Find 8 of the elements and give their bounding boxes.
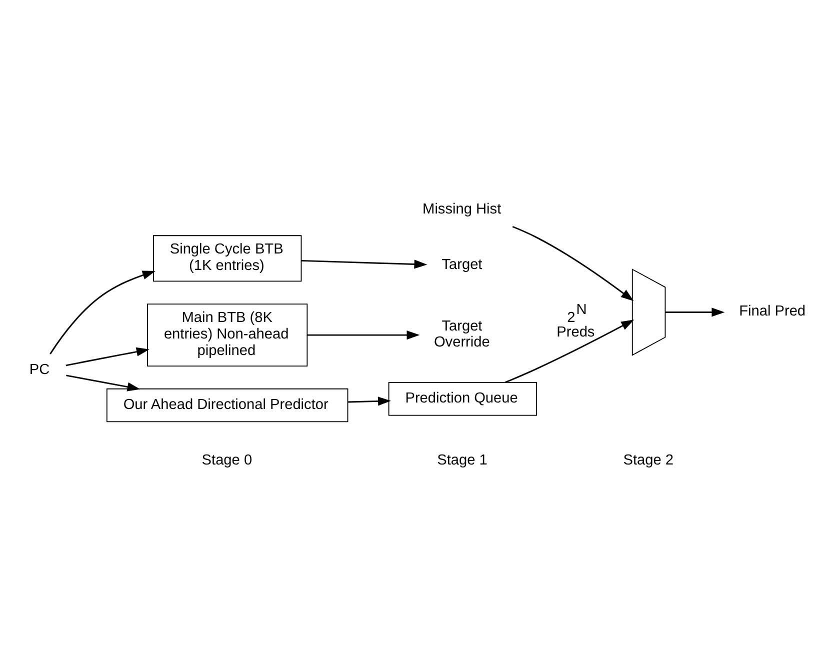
node-text: Target	[442, 257, 482, 274]
label: Stage 2	[623, 452, 674, 468]
label: Stage 0	[202, 452, 252, 468]
node-text: Missing Hist	[422, 202, 502, 218]
node-text: Final Pred	[739, 304, 806, 320]
node-text: Target Override	[434, 318, 490, 351]
node-text: PC	[29, 362, 50, 378]
label: Stage 1	[437, 452, 488, 468]
